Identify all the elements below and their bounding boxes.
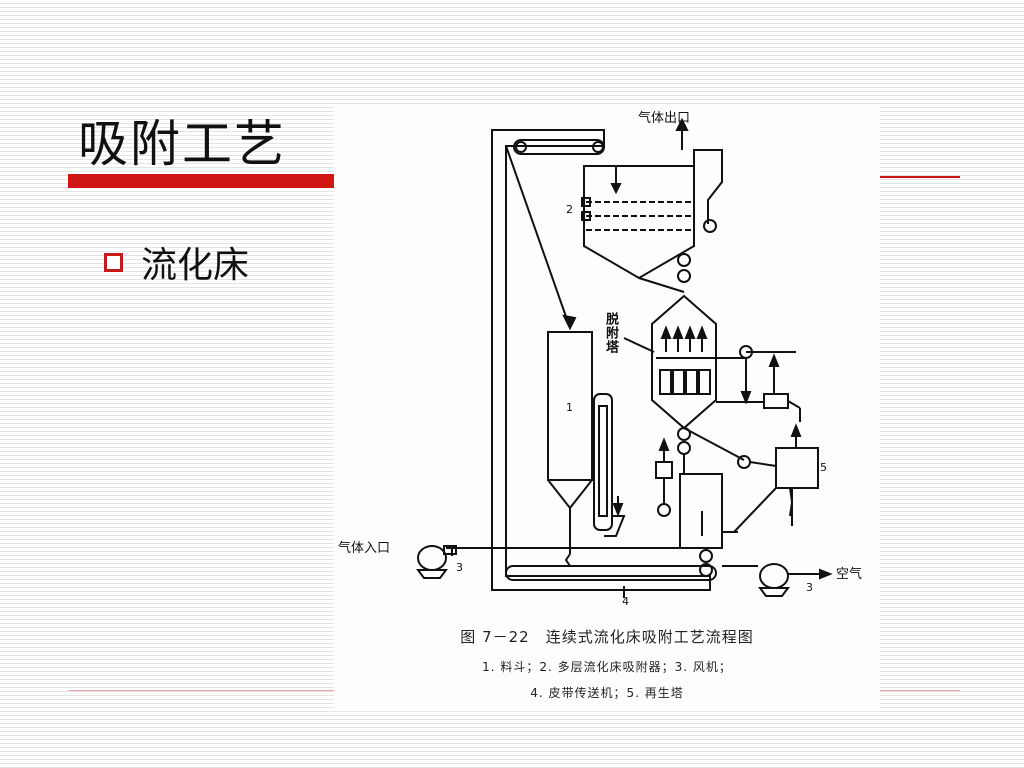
- bullet-item: 流化床: [104, 236, 249, 288]
- title-accent-line: [880, 176, 960, 178]
- label-gas-inlet: 气体入口: [338, 541, 391, 556]
- label-4: 4: [622, 595, 629, 608]
- label-desorption-tower: 脱附塔: [603, 312, 618, 354]
- belt-conveyor: [491, 129, 717, 598]
- air-fan: [722, 563, 833, 597]
- label-2: 2: [566, 203, 573, 216]
- process-flow-figure: 气体出口 2 脱附塔 1 5 气体入口 3 3 空气 4 图 7－22 连续式流…: [334, 106, 880, 710]
- gas-inlet-fan: [416, 545, 694, 579]
- side-feeder: [593, 393, 626, 537]
- title-accent-bar: [68, 174, 338, 188]
- footer-divider-right: [880, 690, 960, 691]
- label-3-left: 3: [456, 561, 463, 574]
- adsorber-2: [581, 117, 723, 280]
- footer-divider-left: [68, 690, 338, 691]
- label-gas-outlet: 气体出口: [638, 111, 691, 126]
- figure-caption-line1: 1. 料斗；2. 多层流化床吸附器；3. 风机；: [482, 660, 732, 674]
- figure-caption-line2: 4. 皮带传送机；5. 再生塔: [530, 686, 684, 700]
- square-bullet-icon: [104, 252, 123, 272]
- hopper-1: [547, 331, 593, 567]
- regeneration-tower-5: [733, 423, 819, 533]
- label-5: 5: [820, 461, 827, 474]
- bullet-text: 流化床: [141, 245, 250, 286]
- process-diagram: [416, 117, 833, 598]
- figure-caption-title: 图 7－22 连续式流化床吸附工艺流程图: [460, 628, 754, 646]
- label-3-right: 3: [806, 581, 813, 594]
- collector-vessel: [655, 437, 738, 577]
- label-air: 空气: [836, 567, 863, 582]
- desorption-tower: [623, 253, 801, 469]
- label-1: 1: [566, 401, 573, 414]
- slide-title: 吸附工艺: [78, 115, 286, 173]
